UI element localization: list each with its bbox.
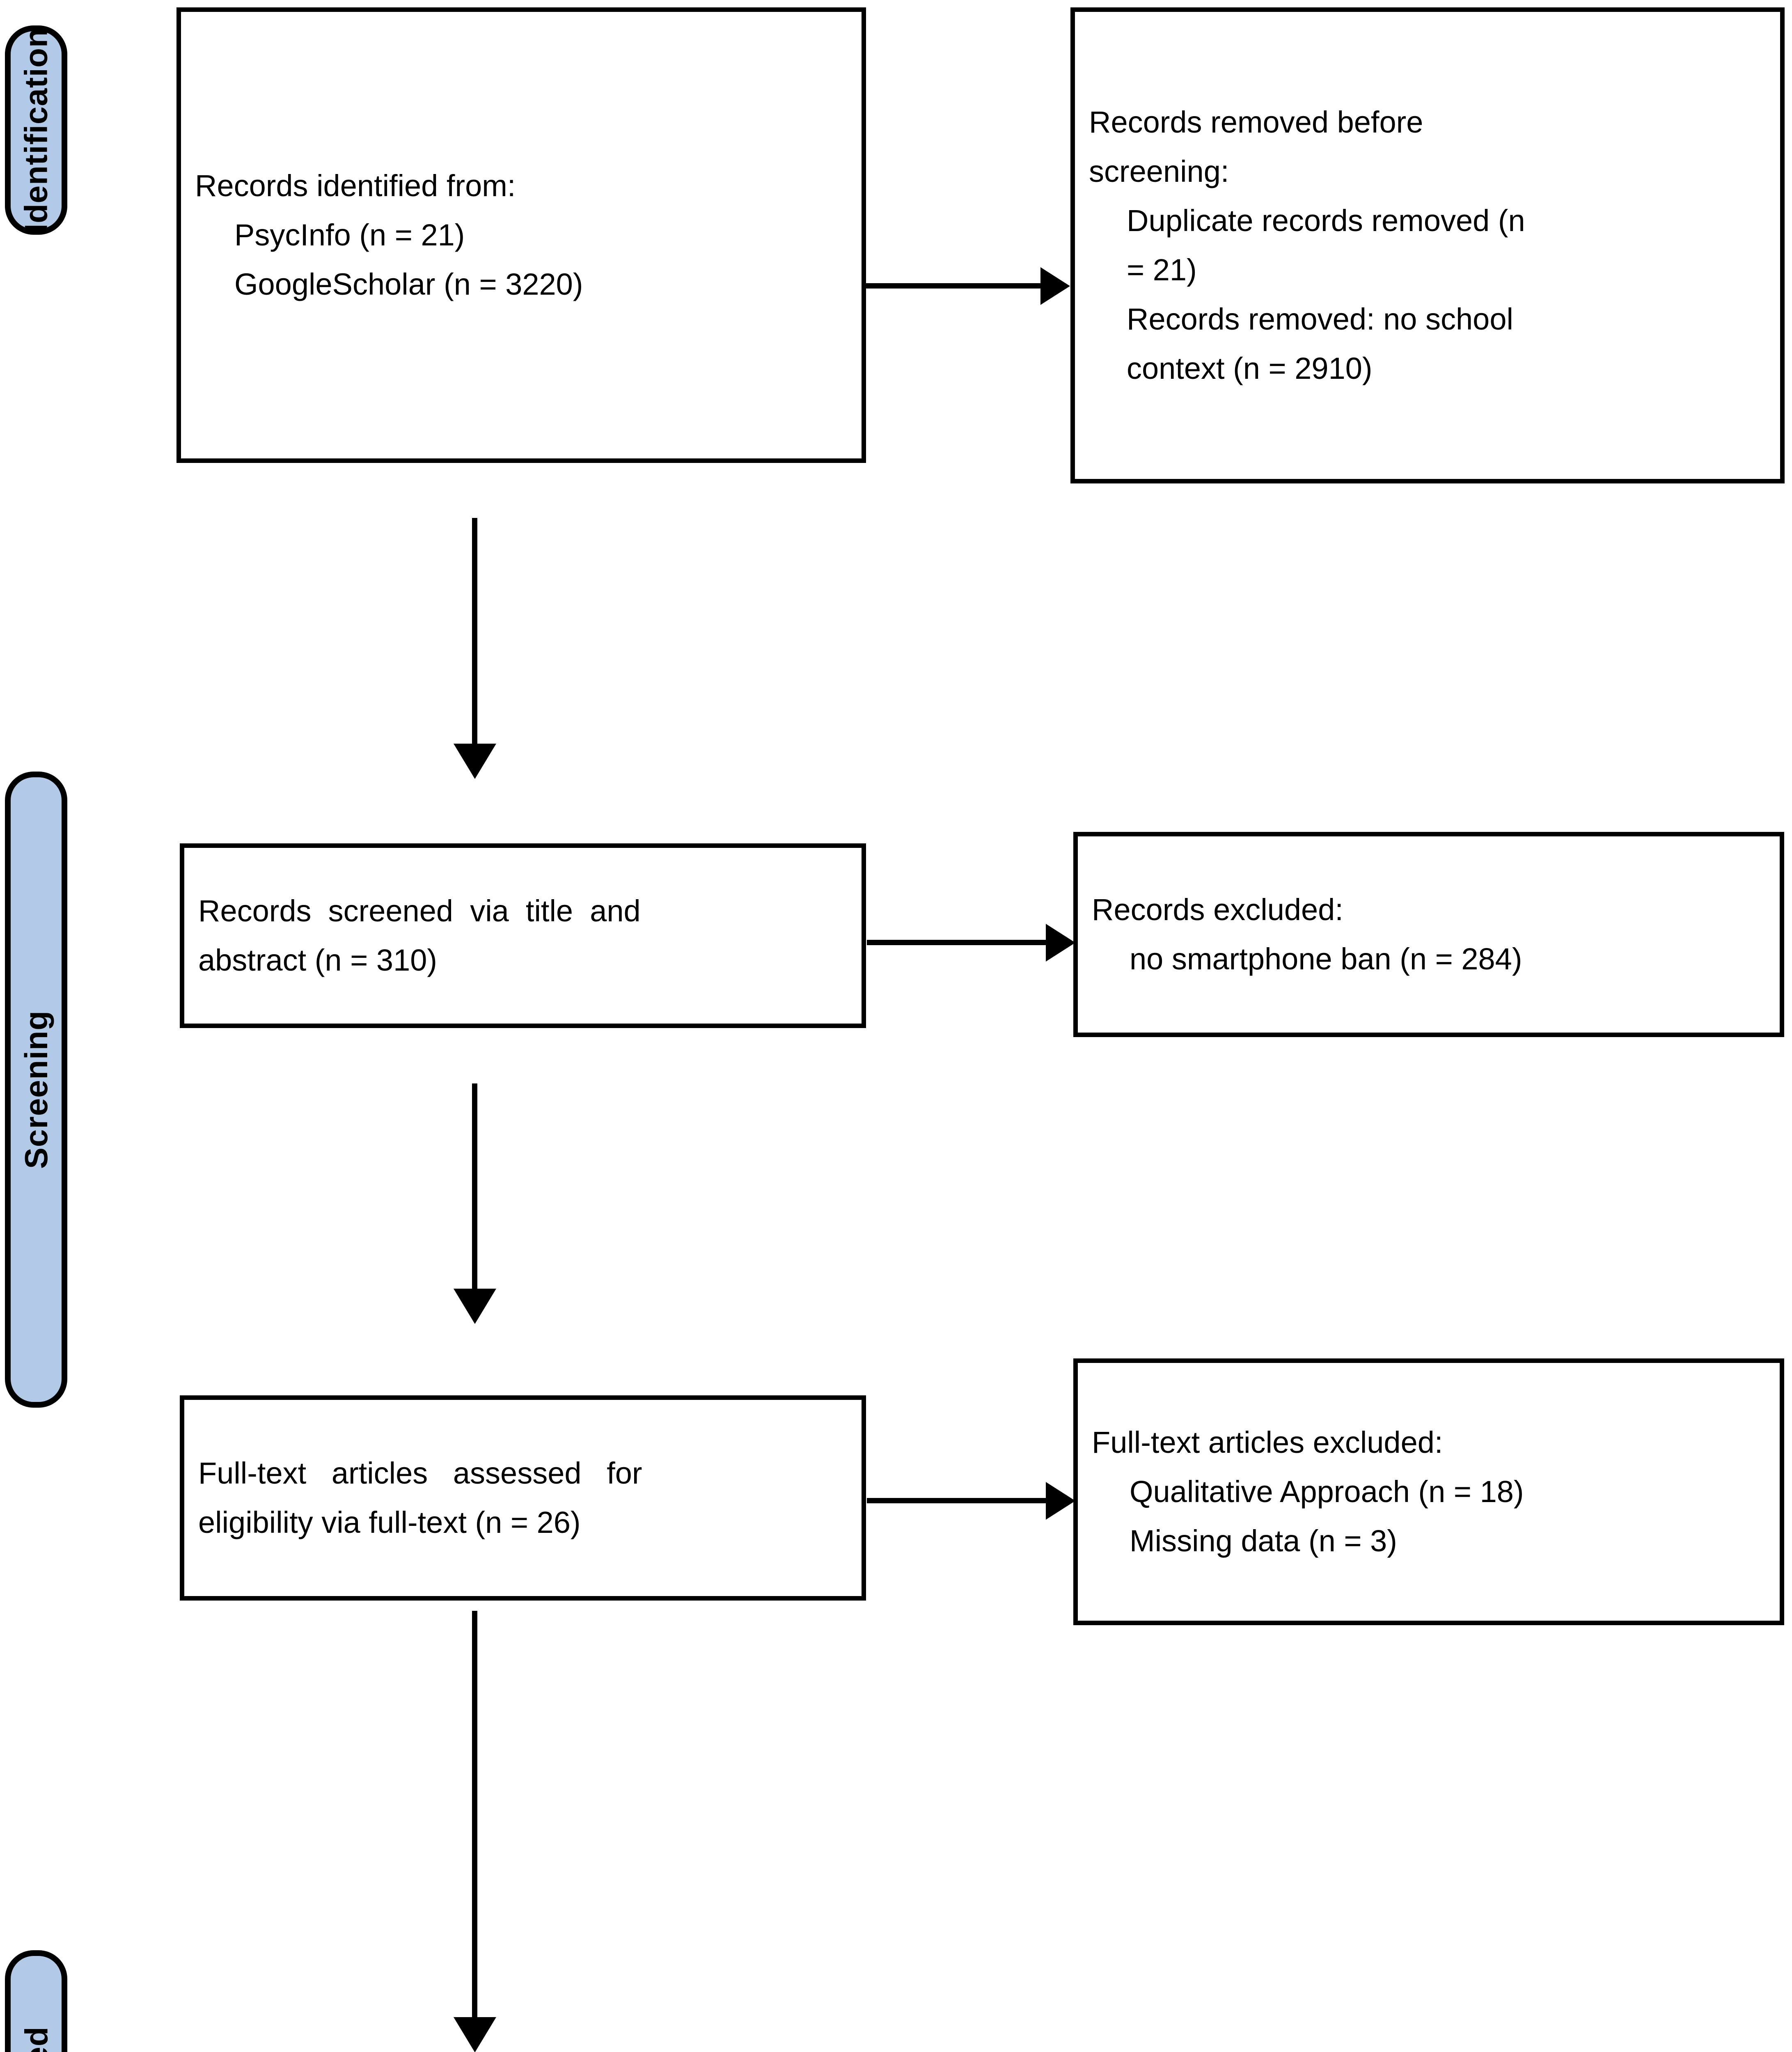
records-removed-noschool-line1: Records removed: no school — [1127, 302, 1513, 336]
fulltext-assessed-line2: eligibility via full-text (n = 26) — [198, 1505, 581, 1539]
records-excluded-heading: Records excluded: — [1092, 893, 1343, 927]
stage-label-screening: Screening — [18, 1010, 55, 1169]
connector-screened-to-fulltext-line — [472, 1083, 477, 1293]
fulltext-assessed-line1: Full-text articles assessed for — [198, 1456, 642, 1491]
records-removed-heading-line2: screening: — [1089, 154, 1229, 189]
box-fulltext-excluded-content: Full-text articles excluded: Qualitative… — [1078, 1418, 1780, 1566]
box-records-screened-content: Records screened via title and abstract … — [184, 886, 862, 985]
connector-fulltext-to-included-arrowhead — [454, 2017, 496, 2052]
connector-fulltext-to-included-line — [472, 1611, 477, 2021]
records-screened-line2: abstract (n = 310) — [198, 943, 438, 977]
records-removed-duplicate-line2: = 21) — [1127, 253, 1197, 287]
stage-label-identification: Identification — [18, 27, 54, 233]
fulltext-excluded-reason-missing-data: Missing data (n = 3) — [1130, 1523, 1397, 1558]
connector-identified-to-screened-arrowhead — [454, 744, 496, 779]
box-records-excluded-content: Records excluded: no smartphone ban (n =… — [1078, 885, 1780, 984]
box-records-removed-before-screening: Records removed before screening: Duplic… — [1070, 7, 1785, 483]
box-fulltext-assessed: Full-text articles assessed for eligibil… — [180, 1395, 866, 1601]
connector-screened-to-fulltext-arrowhead — [454, 1289, 496, 1324]
connector-fulltext-to-excluded-arrowhead — [1046, 1482, 1075, 1520]
records-removed-duplicate-line1: Duplicate records removed (n — [1127, 204, 1525, 238]
fulltext-excluded-heading: Full-text articles excluded: — [1092, 1425, 1443, 1460]
records-identified-source-psycinfo: PsycInfo (n = 21) — [234, 218, 465, 252]
records-excluded-reason-no-smartphone-ban: no smartphone ban (n = 284) — [1130, 942, 1522, 976]
stage-pill-screening: Screening — [5, 772, 67, 1408]
box-records-removed-content: Records removed before screening: Duplic… — [1075, 98, 1780, 393]
stage-pill-identification: Identification — [5, 25, 67, 235]
records-removed-heading-line1: Records removed before — [1089, 105, 1423, 140]
connector-screened-to-excluded-line — [867, 940, 1048, 945]
box-records-screened: Records screened via title and abstract … — [180, 843, 866, 1028]
stage-pill-included: Included — [5, 1950, 67, 2052]
connector-identified-to-screened-line — [472, 518, 477, 748]
box-fulltext-excluded: Full-text articles excluded: Qualitative… — [1073, 1358, 1784, 1625]
records-removed-noschool-line2: context (n = 2910) — [1127, 351, 1373, 385]
records-screened-line1: Records screened via title and — [198, 894, 641, 928]
connector-identified-to-removed-line — [866, 283, 1043, 289]
stage-label-included: Included — [18, 2027, 54, 2052]
connector-screened-to-excluded-arrowhead — [1046, 924, 1075, 962]
records-identified-heading: Records identified from: — [195, 169, 516, 203]
box-records-identified-content: Records identified from: PsycInfo (n = 2… — [181, 161, 862, 309]
box-records-identified: Records identified from: PsycInfo (n = 2… — [176, 7, 866, 463]
records-identified-source-googlescholar: GoogleScholar (n = 3220) — [234, 267, 583, 301]
box-fulltext-assessed-content: Full-text articles assessed for eligibil… — [184, 1449, 862, 1547]
fulltext-excluded-reason-qualitative: Qualitative Approach (n = 18) — [1130, 1475, 1524, 1509]
connector-fulltext-to-excluded-line — [867, 1498, 1048, 1503]
box-records-excluded: Records excluded: no smartphone ban (n =… — [1073, 832, 1784, 1037]
connector-identified-to-removed-arrowhead — [1040, 267, 1070, 305]
